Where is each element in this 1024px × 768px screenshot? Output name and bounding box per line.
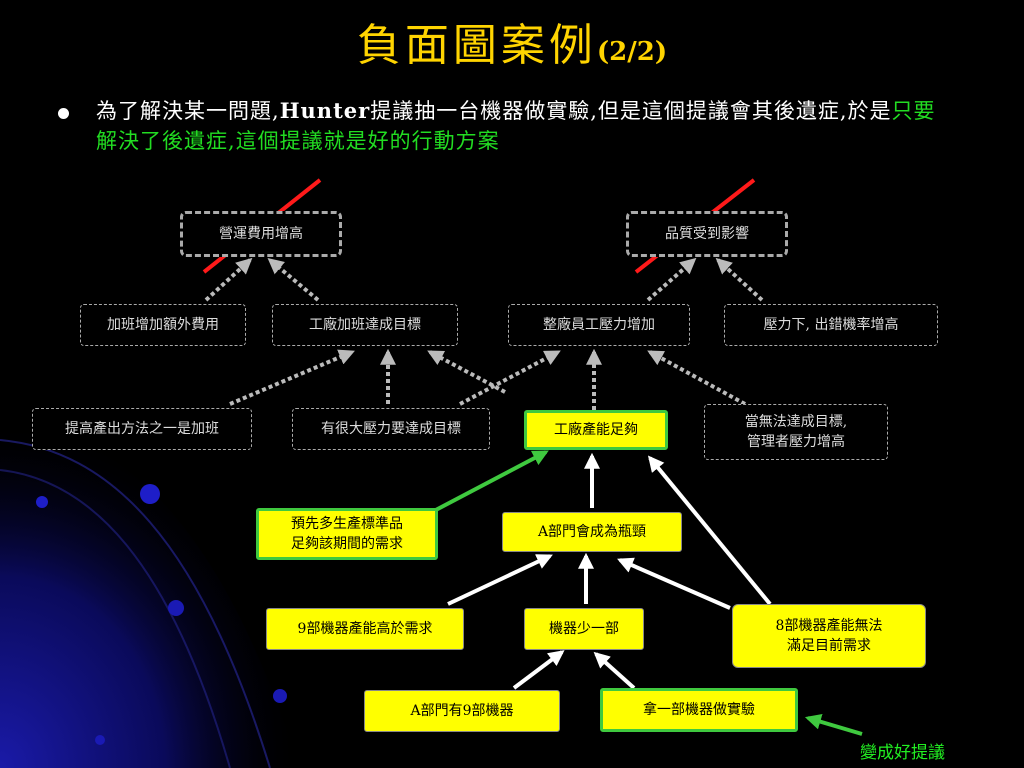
solid-arrow [647, 455, 772, 606]
dashed-arrow [204, 257, 253, 302]
solid-arrow [447, 554, 553, 606]
bullet-name: Hunter [279, 98, 371, 123]
node-manager-pressure-line2: 管理者壓力增高 [747, 434, 845, 450]
node-manager-pressure-line1: 當無法達成目標, [744, 414, 848, 430]
node-capacity-enough: 工廠產能足夠 [524, 410, 668, 450]
dashed-arrows [204, 257, 764, 410]
node-cost-increase: 營運費用增高 [180, 211, 342, 257]
node-staff-pressure: 整廠員工壓力增加 [508, 304, 690, 346]
solid-arrow [593, 651, 636, 690]
node-prebuild-line1: 預先多生產標準品 [291, 516, 403, 532]
bullet-prefix: 為了解決某一問題, [96, 99, 280, 123]
node-eight-capacity: 8部機器產能無法 滿足目前需求 [732, 604, 926, 668]
green-arrow [431, 450, 549, 514]
node-great-pressure: 有很大壓力要達成目標 [292, 408, 490, 450]
node-quality-affected: 品質受到影響 [626, 211, 788, 257]
bullet-text: 為了解決某一問題,Hunter提議抽一台機器做實驗,但是這個提議會其後遺症,於是… [96, 96, 956, 156]
dashed-arrow [715, 257, 764, 302]
node-nine-machines: A部門有9部機器 [364, 690, 560, 732]
title-main: 負面圖案例 [356, 20, 597, 71]
solid-arrow [512, 650, 565, 690]
node-nine-capacity: 9部機器產能高於需求 [266, 608, 464, 650]
node-pressure-errors: 壓力下, 出錯機率增高 [724, 304, 938, 346]
solid-arrows [447, 452, 772, 690]
node-overtime-goal: 工廠加班達成目標 [272, 304, 458, 346]
node-prebuild-line2: 足夠該期間的需求 [291, 536, 403, 552]
node-prebuild-injection: 預先多生產標準品 足夠該期間的需求 [256, 508, 438, 560]
node-eight-capacity-line2: 滿足目前需求 [787, 638, 871, 654]
bullet-highlight: 只要解決了後遺症,這個提議就是好的行動方案 [96, 99, 936, 153]
node-bottleneck: A部門會成為瓶頸 [502, 512, 682, 552]
dashed-arrow [646, 257, 697, 302]
dashed-arrow [647, 350, 746, 406]
page-title: 負面圖案例(2/2) [0, 16, 1024, 82]
node-overtime-cost: 加班增加額外費用 [80, 304, 246, 346]
dashed-arrow [229, 349, 355, 406]
title-page-number: (2/2) [596, 37, 668, 67]
bullet-middle: 提議抽一台機器做實驗,但是這個提議會其後遺症,於是 [370, 99, 892, 123]
node-eight-capacity-line1: 8部機器產能無法 [775, 618, 883, 634]
good-proposal-note: 變成好提議 [860, 743, 945, 763]
node-experiment: 拿一部機器做實驗 [600, 688, 798, 732]
node-one-less: 機器少一部 [524, 608, 644, 650]
dashed-arrow [459, 350, 561, 406]
solid-arrow [617, 557, 731, 610]
dashed-arrow [267, 257, 320, 302]
bullet-icon [58, 108, 69, 119]
node-overtime-method: 提高產出方法之一是加班 [32, 408, 252, 450]
green-arrow [804, 713, 863, 736]
node-manager-pressure: 當無法達成目標, 管理者壓力增高 [704, 404, 888, 460]
green-arrows [431, 450, 863, 736]
